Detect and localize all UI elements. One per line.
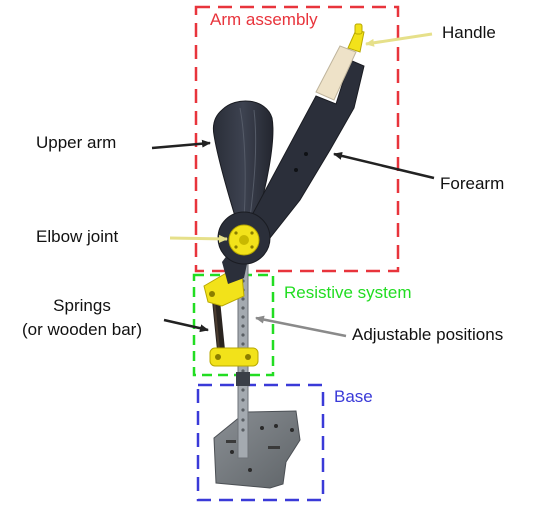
- handle-label: Handle: [442, 23, 496, 42]
- base-box: [196, 383, 325, 502]
- springs-arrow: [163, 318, 209, 333]
- forearm-label: Forearm: [440, 174, 505, 193]
- resistive-clamps: [203, 271, 259, 367]
- base-plate: [213, 410, 301, 489]
- adjustable-positions-arrow: [255, 315, 347, 338]
- elbow-joint-label: Elbow joint: [36, 227, 119, 246]
- handle-part: [347, 23, 365, 53]
- base-title: Base: [334, 387, 373, 406]
- elbow-joint-arrow: [169, 234, 228, 243]
- arm-assembly-title: Arm assembly: [210, 10, 318, 29]
- forearm-arrow: [333, 151, 435, 180]
- arm-assembly-box: [194, 5, 400, 273]
- springs-label-line2: (or wooden bar): [21, 320, 142, 339]
- springs-label-line1: Springs: [53, 296, 111, 315]
- upper-arm-arrow: [151, 139, 211, 150]
- upper-arm-label: Upper arm: [36, 133, 117, 152]
- adjustable-positions-label: Adjustable positions: [352, 325, 504, 344]
- forearm-part: [243, 45, 365, 245]
- resistive-system-title: Resistive system: [284, 283, 412, 302]
- handle-arrow: [365, 32, 433, 47]
